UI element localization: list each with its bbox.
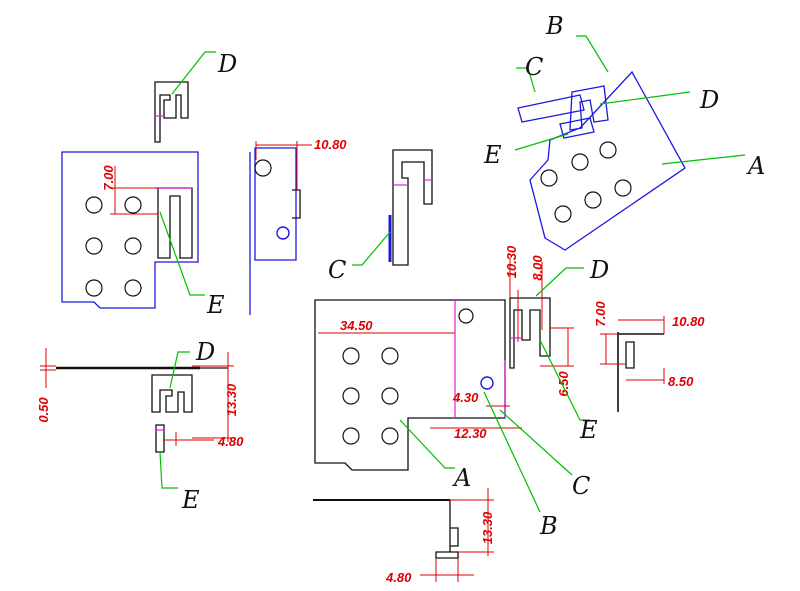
callout-c-clip: C (328, 256, 346, 284)
view-isometric: C B D E A (483, 12, 765, 251)
callout-d-top: D (217, 50, 237, 78)
callout-d-iso: D (699, 86, 719, 114)
callout-a-main: A (452, 464, 471, 492)
callout-a-iso: A (746, 152, 765, 180)
dim-10-80-right: 10.80 (672, 314, 705, 329)
callout-d-strip: D (195, 338, 215, 366)
view-side-10-80: 10.80 (249, 137, 347, 315)
callout-e-strip: E (181, 486, 200, 514)
callout-c-main: C (572, 472, 590, 500)
view-main-plate: 34.50 10.30 8.00 6.50 4.30 12.30 E D A C… (314, 245, 609, 540)
dim-7-00-left: 7.00 (101, 165, 116, 191)
dim-13-30-left: 13.30 (224, 383, 239, 416)
callout-d-main: D (589, 256, 609, 284)
view-angle-right: 7.00 10.80 8.50 (593, 301, 705, 412)
dim-4-80-bottom: 4.80 (385, 570, 412, 585)
dim-4-80-left: 4.80 (217, 434, 244, 449)
dim-6-50: 6.50 (556, 371, 571, 397)
dim-8-50: 8.50 (668, 374, 694, 389)
callout-e-plate: E (206, 291, 225, 319)
callout-b-iso: B (545, 12, 564, 40)
dim-10-80-top: 10.80 (314, 137, 347, 152)
dim-7-00-right: 7.00 (593, 301, 608, 327)
dim-34-50: 34.50 (340, 318, 373, 333)
callout-e-main: E (579, 416, 598, 444)
view-strip-left: 0.50 13.30 4.80 D E (36, 338, 244, 514)
view-d-small: D (154, 50, 237, 143)
view-edge-bottom: 13.30 4.80 (313, 488, 495, 585)
callout-c-iso: C (525, 53, 543, 81)
callout-b-main: B (539, 512, 558, 540)
dim-0-50: 0.50 (36, 397, 51, 423)
dim-12-30: 12.30 (454, 426, 487, 441)
dim-13-30-bottom: 13.30 (480, 511, 495, 544)
view-clip-c: C (328, 149, 433, 284)
callout-e-iso: E (483, 141, 502, 169)
view-plate-blue: 7.00 E (61, 151, 225, 319)
dim-10-30: 10.30 (504, 245, 519, 278)
dim-4-30: 4.30 (452, 390, 479, 405)
dim-8-00: 8.00 (530, 255, 545, 281)
